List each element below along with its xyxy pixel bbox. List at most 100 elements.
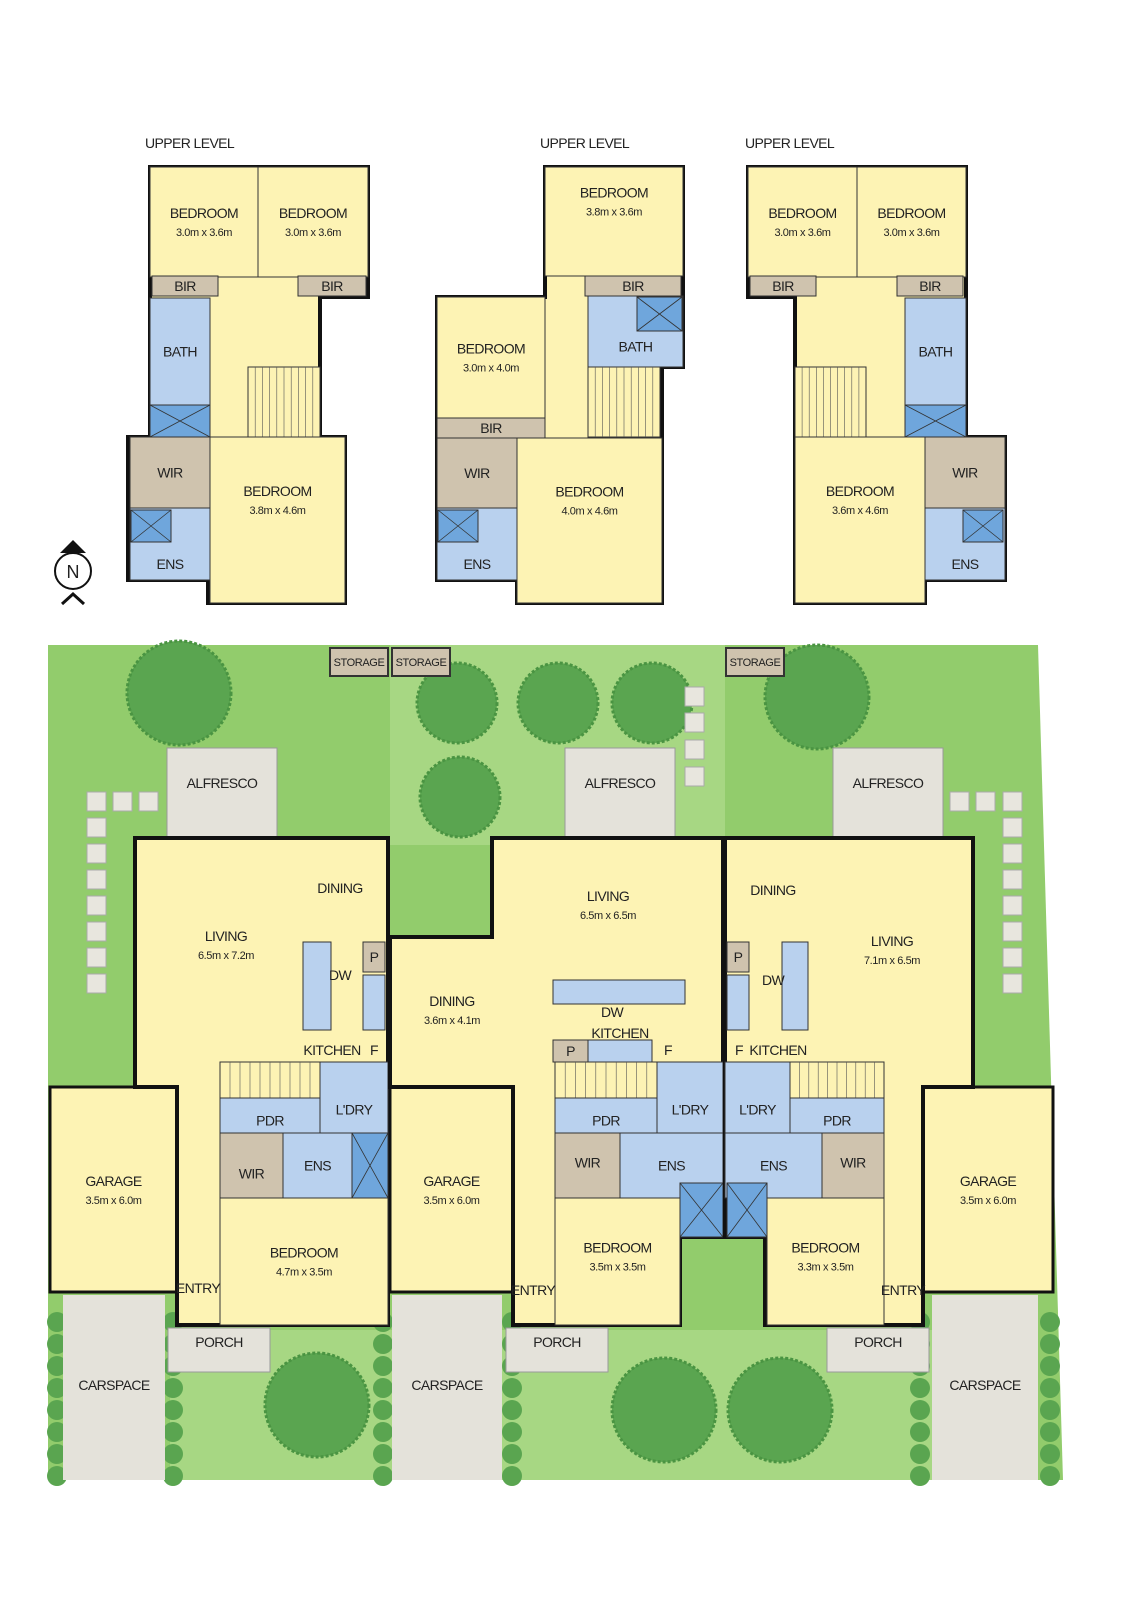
unit-3-bedroom-label: BEDROOM [791,1240,859,1256]
shrub-icon [373,1400,393,1420]
upper-1-bir-2 [297,275,367,297]
paver [1002,973,1023,994]
upper-2-wir-label: WIR [464,465,490,481]
upper-3-master-bedroom-size: 3.6m x 4.6m [832,505,888,517]
unit-2-kitchen-label: KITCHEN [591,1025,648,1041]
shrub-icon [1040,1466,1060,1486]
paver [684,766,705,787]
rooms-layer [48,165,1055,1373]
garage-1 [48,1085,179,1294]
unit-2-bedroom [554,1197,681,1326]
paver [1002,895,1023,916]
shrub-icon [910,1466,930,1486]
porch-3 [826,1327,930,1373]
tree-icon [763,643,871,751]
carspace-2 [392,1295,502,1480]
shrub-icon [163,1422,183,1442]
upper-1-wir-label: WIR [157,465,183,481]
shower-cross [726,1182,768,1238]
shrub-icon [163,1444,183,1464]
shrub-icon [163,1400,183,1420]
unit-2-cooktop [587,1039,653,1063]
shrub-icon [373,1466,393,1486]
unit-2-entry-label: ENTRY [511,1282,556,1298]
garage-2-label: GARAGE [423,1173,480,1189]
unit-2-bedroom-label: BEDROOM [583,1240,651,1256]
porch-2 [505,1327,609,1373]
shrub-icon [47,1466,67,1486]
stair-treads [594,367,654,437]
unit-2-fridge-label: F [664,1042,672,1058]
storage-label: STORAGE [396,657,447,669]
upper-1-bath-label: BATH [163,344,197,360]
alfresco-2 [564,747,676,839]
carspace-3-label: CARSPACE [949,1377,1020,1393]
upper-1-bedroom-1 [149,166,259,278]
upper-1-bedroom-2-size: 3.0m x 3.6m [285,227,341,239]
tree-icon [516,661,600,745]
upper-3-bedroom-1-label: BEDROOM [768,205,836,221]
upper-3-master-bedroom [794,436,926,604]
unit-3-dishwasher-label: DW [762,972,786,988]
shrub-icon [502,1400,522,1420]
shrub-icon [1040,1356,1060,1376]
upper-3-bedroom-2 [856,166,967,278]
unit-3-wir-label: WIR [840,1155,866,1171]
carspace-1-label: CARSPACE [78,1377,149,1393]
shower-cross [130,509,172,543]
shrub-icon [47,1422,67,1442]
unit-1-fridge-label: F [370,1042,378,1058]
upper-3-bedroom-1 [747,166,858,278]
unit-2-laundry [656,1061,724,1134]
unit-3-entry-label: ENTRY [881,1282,926,1298]
upper-3-bedroom-2-label: BEDROOM [877,205,945,221]
carspace-2-label: CARSPACE [411,1377,482,1393]
unit-1-kitchen-label: KITCHEN [303,1042,360,1058]
alfresco-3 [832,747,944,839]
shrub-icon [910,1400,930,1420]
garage-1-size: 3.5m x 6.0m [85,1195,141,1207]
porch-3-label: PORCH [854,1334,902,1350]
shrub-icon [1040,1422,1060,1442]
upper-2-master-bedroom-label: BEDROOM [555,484,623,500]
unit-1-pdr-label: PDR [256,1113,284,1129]
shrub-icon [163,1378,183,1398]
upper-2-bath-label: BATH [619,339,653,355]
upper-2-master-bedroom-size: 4.0m x 4.6m [561,506,617,518]
shrub-icon [502,1466,522,1486]
shrub-icon [47,1312,67,1332]
shower-cross [904,404,967,438]
shrub-icon [373,1334,393,1354]
unit-3-bedroom-size: 3.3m x 3.5m [797,1262,853,1274]
unit-3-pantry [726,941,750,973]
alfresco-3-label: ALFRESCO [853,775,924,791]
unit-3-laundry-label: L'DRY [739,1102,777,1118]
shrub-icon [47,1378,67,1398]
unit-3-fridge-label: F [735,1042,743,1058]
storage-label: STORAGE [334,657,385,669]
garage-2 [388,1085,515,1294]
paver [1002,869,1023,890]
paver [138,791,159,812]
unit-2-wir-label: WIR [575,1155,601,1171]
unit-3-bedroom [766,1197,885,1326]
unit-2-dishwasher-label: DW [601,1004,625,1020]
shrub-icon [47,1400,67,1420]
upper-3-bir-2 [896,275,964,297]
unit-3-laundry [724,1061,791,1134]
porch-1 [167,1327,271,1373]
unit-1-laundry-label: L'DRY [336,1102,374,1118]
unit-1-wir-label: WIR [239,1166,265,1182]
upper-2-bedroom-1-label: BEDROOM [580,185,648,201]
stair-treads [799,1062,875,1098]
upper-2-bedroom-2-label: BEDROOM [457,341,525,357]
paver [86,817,107,838]
tree-icon [610,1356,718,1464]
unit-1-bedroom-size: 4.7m x 3.5m [276,1267,332,1279]
upper-3-bir-2-label: BIR [919,278,941,294]
unit-1-entry-label: ENTRY [176,1280,221,1296]
upper-3-bath [904,297,967,406]
upper-1-master-bedroom-size: 3.8m x 4.6m [249,505,305,517]
alfresco-1-label: ALFRESCO [187,775,258,791]
